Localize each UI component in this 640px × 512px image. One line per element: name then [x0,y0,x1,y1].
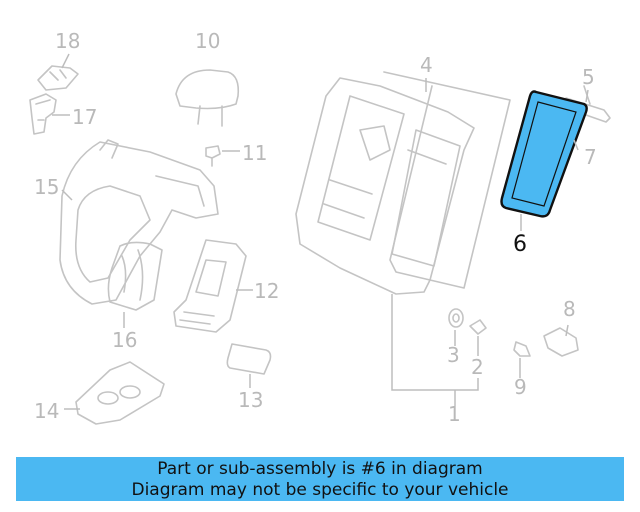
part-18-clip [37,65,79,91]
callout-15: 15 [34,175,59,199]
banner-line-part: Part or sub-assembly is #6 in diagram [157,459,483,479]
part-4-panel [383,71,511,289]
part-12-bracket [173,239,247,333]
part-17-bracket [29,93,57,135]
callout-9: 9 [514,375,527,399]
callout-6: 6 [513,232,527,257]
callout-13: 13 [238,388,263,412]
part-11-fastener [205,145,221,167]
callout-2: 2 [471,355,484,379]
part-1-frame [295,77,475,295]
part-15-cushion [59,139,219,305]
callout-16: 16 [112,328,137,352]
callout-18: 18 [55,29,80,53]
callout-4: 4 [420,53,433,77]
callout-11: 11 [242,141,267,165]
callout-10: 10 [195,29,220,53]
callout-3: 3 [447,343,460,367]
part-2-bolt [469,319,487,335]
part-13-cap [226,343,272,375]
callout-7: 7 [584,145,597,169]
banner-line-disclaimer: Diagram may not be specific to your vehi… [131,480,509,500]
leader-lines [52,53,589,410]
callout-5: 5 [582,65,595,89]
part-3-grommet [448,308,464,328]
part-10-headrest [175,69,240,127]
part-8-bracket [543,327,579,357]
callout-8: 8 [563,297,576,321]
part-14-armrest [75,361,165,425]
callout-17: 17 [72,105,97,129]
callout-14: 14 [34,399,59,423]
callout-1: 1 [448,402,461,426]
part-16-trim [107,241,163,311]
part-9-clip [513,341,531,357]
info-banner: Part or sub-assembly is #6 in diagram Di… [16,457,624,501]
callout-12: 12 [254,279,279,303]
part-6-rear-panel-highlighted [500,90,588,218]
